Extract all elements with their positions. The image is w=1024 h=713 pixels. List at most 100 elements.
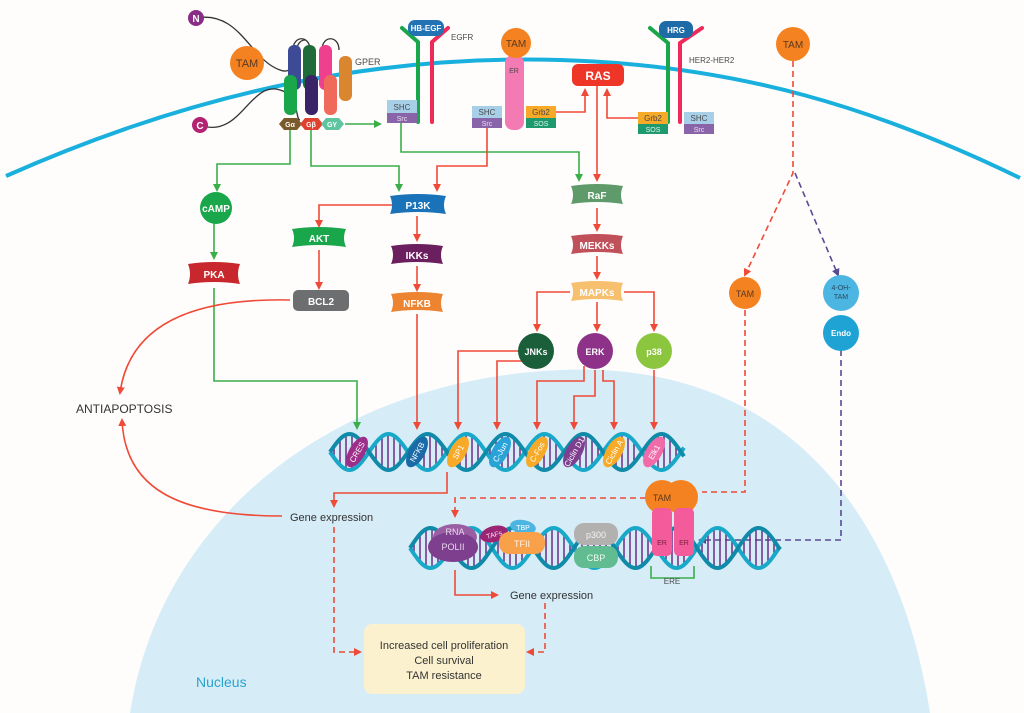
oh-tam-node (823, 275, 859, 311)
outcome-box (364, 624, 525, 694)
ras-node (572, 64, 624, 86)
c-terminus-label: C (196, 121, 203, 132)
outcome-line-1: Increased cell proliferation (380, 640, 508, 652)
tbp-node (510, 519, 536, 535)
er-2-node (674, 508, 694, 556)
pka-label: PKA (203, 270, 224, 281)
src-3-label: Src (694, 127, 705, 134)
tam-cyto-label: TAM (736, 289, 754, 299)
polii-node (428, 532, 478, 562)
n-terminus-label: N (192, 14, 199, 25)
akt-label: AKT (309, 234, 330, 245)
erk-label: ERK (585, 347, 605, 357)
tam-dimer-1-label: TAM (653, 493, 671, 503)
dna-strand (328, 432, 686, 472)
hrg-node (659, 21, 693, 38)
g-alpha-node (279, 118, 302, 130)
grb2-1-label: Grb2 (532, 108, 550, 117)
shc-1-node (387, 100, 417, 113)
tam-cyto-node (729, 277, 761, 309)
endo-node (823, 315, 859, 351)
ikks-label: IKKs (406, 251, 429, 262)
antiapoptosis-label: ANTIAPOPTOSIS (76, 402, 172, 416)
bcl2-label: BCL2 (308, 297, 335, 308)
camp-node (200, 192, 232, 224)
src-1-label: Src (397, 116, 408, 123)
p38-label: p38 (646, 347, 662, 357)
ikks-node (391, 244, 443, 264)
outcome-line-2: Cell survival (414, 655, 473, 667)
endo-label: Endo (831, 329, 851, 338)
tf-c-jun: C-Jun (489, 436, 511, 468)
cbp-node (574, 546, 618, 568)
sos-2-label: SOS (646, 127, 661, 134)
pka-node (188, 262, 240, 284)
arrows (116, 61, 842, 656)
n-terminus-node (188, 10, 204, 26)
nfkb-node (391, 292, 443, 312)
gene-expression-1-label: Gene expression (290, 512, 373, 524)
egfr-label: EGFR (451, 33, 473, 42)
jnks-label: JNKs (524, 347, 547, 357)
pi3k-label: P13K (405, 201, 431, 212)
camp-label: cAMP (202, 204, 230, 215)
tafs-label: TAFs (486, 530, 504, 541)
gper-receptor (195, 16, 352, 128)
oh-tam-label: 4-OH-TAM (831, 285, 851, 301)
p300-label: p300 (586, 530, 606, 540)
sos-1-node (526, 118, 556, 128)
src-3-node (684, 124, 714, 134)
erk-node (577, 333, 613, 369)
tf-cres: CRES (346, 436, 368, 468)
g-beta-label: Gβ (306, 122, 316, 129)
raf-node (571, 184, 623, 204)
tf-sp1: SP1 (447, 436, 469, 468)
er-membrane-label: ER (509, 68, 519, 75)
sos-2-node (638, 124, 668, 134)
tam-gper-node (230, 46, 264, 80)
tam-dimer-1-node (645, 480, 679, 514)
tf-c-fos: C-Fos (526, 436, 548, 468)
rna-pol-label: RNA (445, 527, 464, 537)
er-2-label: ER (679, 540, 689, 547)
tfii-node (499, 532, 545, 554)
sos-1-label: SOS (534, 121, 549, 128)
er-1-label: ER (657, 540, 667, 547)
p300-node (574, 523, 618, 545)
p38-node (636, 333, 672, 369)
shc-1-label: SHC (394, 103, 411, 112)
g-alpha-label: Gα (285, 122, 295, 129)
shc-2-label: SHC (479, 108, 496, 117)
g-gamma-label: GY (327, 122, 337, 129)
tbp-label: TBP (516, 525, 530, 532)
tam-free-node (776, 27, 810, 61)
grb2-2-label: Grb2 (644, 114, 662, 123)
pi3k-node (390, 194, 446, 214)
dna-strand (328, 432, 686, 472)
nfkb-label: NFKB (403, 299, 431, 310)
ere-label: ERE (664, 577, 680, 586)
shc-3-node (684, 112, 714, 124)
her2-label: HER2-HER2 (689, 56, 735, 65)
g-gamma-node (321, 118, 344, 130)
nucleus-label: Nucleus (196, 674, 247, 690)
mapks-label: MAPKs (579, 288, 614, 299)
src-1-node (387, 113, 417, 123)
shc-2-node (472, 106, 502, 118)
jnks-node (518, 333, 554, 369)
tf-nfkb: NFKB (406, 436, 428, 468)
tam-er-label: TAM (506, 39, 526, 50)
raf-label: RaF (588, 191, 607, 202)
grb2-2-node (638, 112, 668, 124)
bcl2-node (293, 290, 349, 311)
her2-receptor (648, 26, 704, 124)
g-beta-node (300, 118, 323, 130)
er-membrane-node (505, 55, 524, 130)
outcome-line-3: TAM resistance (406, 670, 482, 682)
er-1-node (652, 508, 672, 556)
tam-free-label: TAM (783, 40, 803, 51)
polii-label: POLII (441, 542, 464, 552)
akt-node (292, 227, 346, 247)
ras-label: RAS (585, 69, 610, 83)
